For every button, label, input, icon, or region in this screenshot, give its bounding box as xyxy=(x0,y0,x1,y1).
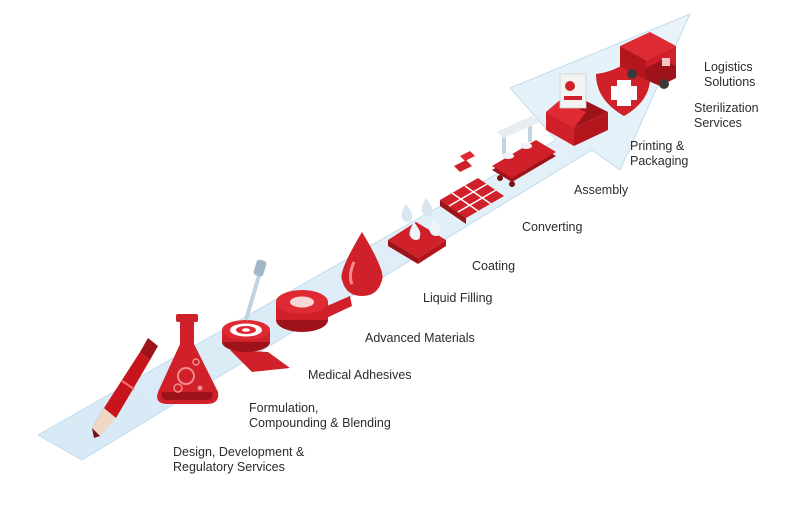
stage-label-medical-adhesives: Medical Adhesives xyxy=(308,368,412,382)
growth-arrow xyxy=(36,13,691,461)
flask-icon xyxy=(157,314,219,404)
coating-drops-icon xyxy=(388,198,446,264)
delivery-truck-icon xyxy=(620,32,676,89)
stage-label-design: Design, Development &Regulatory Services xyxy=(173,445,305,474)
stage-label-advanced-materials: Advanced Materials xyxy=(365,331,475,345)
stage-label-coating: Coating xyxy=(472,259,516,273)
stage-label-formulation: Formulation,Compounding & Blending xyxy=(249,401,391,430)
stage-label-printing-packaging: Printing &Packaging xyxy=(630,139,689,168)
stage-label-liquid-filling: Liquid Filling xyxy=(423,291,493,305)
stage-label-converting: Converting xyxy=(522,220,583,234)
conveyor-icon xyxy=(492,116,556,187)
package-box-icon xyxy=(546,73,608,146)
pencil-icon xyxy=(92,338,158,438)
liquid-drop-icon xyxy=(341,232,383,296)
material-roll-icon xyxy=(276,290,352,332)
adhesive-roll-icon xyxy=(222,259,290,372)
converting-grid-icon xyxy=(440,151,504,224)
stage-label-assembly: Assembly xyxy=(574,183,629,197)
shield-cross-icon xyxy=(596,64,651,116)
